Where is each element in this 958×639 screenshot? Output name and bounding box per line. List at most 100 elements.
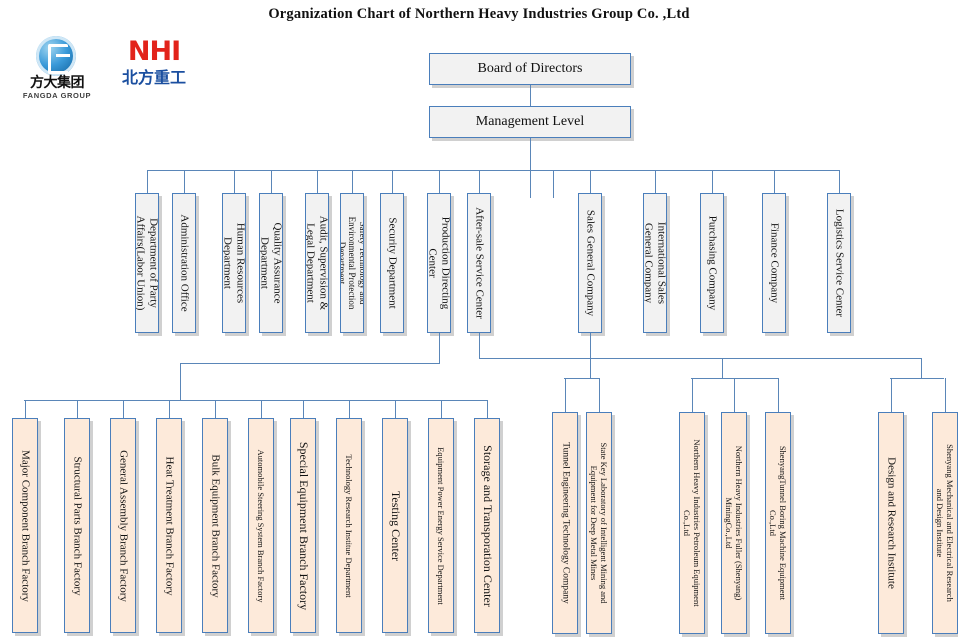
connector-drop-audit-legal xyxy=(317,170,318,193)
node-management-level[interactable]: Management Level xyxy=(429,106,631,138)
connector-drop-mechanical-electrical xyxy=(945,378,946,412)
node-audit-legal[interactable]: Audit, Supervision &Legal Department xyxy=(305,193,329,333)
node-label: State Key Laboratory of Intelligent Mini… xyxy=(589,442,609,604)
node-label: Logistics Service Center xyxy=(833,208,846,318)
connector-level2-bus xyxy=(147,170,840,171)
connector-right-group-drop xyxy=(921,358,922,378)
node-technology-research[interactable]: Technology Research Institue Department xyxy=(336,418,362,633)
node-label: Administration Office xyxy=(178,214,191,312)
connector-middle-run-right xyxy=(479,358,921,359)
nhi-logo: NHI 北方重工 xyxy=(104,38,204,98)
connector-drop-equipment-power xyxy=(441,400,442,418)
node-label: Sales General Company xyxy=(584,209,597,317)
node-board-of-directors[interactable]: Board of Directors xyxy=(429,53,631,85)
node-label: Management Level xyxy=(475,114,585,129)
node-purchasing[interactable]: Purchasing Company xyxy=(700,193,724,333)
node-storage-transport[interactable]: Storage and Transporation Center xyxy=(474,418,500,633)
connector-drop-safety-environment xyxy=(352,170,353,193)
connector-drop-major-component xyxy=(25,400,26,418)
node-testing-center[interactable]: Testing Center xyxy=(382,418,408,633)
connector-production-drop xyxy=(439,333,440,363)
connector-drop-fuller-mining xyxy=(734,378,735,412)
node-label: Storage and Transporation Center xyxy=(480,444,495,607)
node-label: Northern Heavy Industries Fuller (Shenya… xyxy=(724,445,744,601)
connector-level3-left-bus xyxy=(24,400,488,401)
node-general-assembly[interactable]: General Assembly Branch Factory xyxy=(110,418,136,633)
connector-drop-international-sales xyxy=(655,170,656,193)
node-mechanical-electrical[interactable]: Shenyang Mechanical and Electrical Resea… xyxy=(932,412,958,634)
node-logistics[interactable]: Logistics Service Center xyxy=(827,193,851,333)
connector-drop-technology-research xyxy=(349,400,350,418)
node-label: Tunnel Engineering Technology Company xyxy=(560,442,571,604)
node-equipment-power[interactable]: Equipment Power Energy Service Departmen… xyxy=(428,418,454,633)
connector-drop-human-resources xyxy=(234,170,235,193)
connector-drop-special-equipment xyxy=(303,400,304,418)
node-structural-parts[interactable]: Structural Parts Branch Factory xyxy=(64,418,90,633)
connector-drop-sales-general xyxy=(590,170,591,193)
node-label: Finance Company xyxy=(768,222,781,304)
connector-drop-storage-transport xyxy=(487,400,488,418)
connector-drop-security xyxy=(392,170,393,193)
logo-group: 方大集团 FANGDA GROUP NHI 北方重工 xyxy=(8,36,208,100)
node-fuller-mining[interactable]: Northern Heavy Industries Fuller (Shenya… xyxy=(721,412,747,634)
connector-drop-after-sale xyxy=(479,170,480,193)
node-administration[interactable]: Administration Office xyxy=(172,193,196,333)
connector-aftersale-drop xyxy=(479,333,480,358)
node-security[interactable]: Security Department xyxy=(380,193,404,333)
node-heat-treatment[interactable]: Heat Treatment Branch Factory xyxy=(156,418,182,633)
node-label: Bulk Equipment Branch Factory xyxy=(209,453,222,598)
connector-drop-heat-treatment xyxy=(169,400,170,418)
connector-drop-structural-parts xyxy=(77,400,78,418)
node-label: Shenyang Mechanical and Electrical Resea… xyxy=(935,444,955,602)
connector-drop-state-key-laboratory xyxy=(599,378,600,412)
connector-board-to-management xyxy=(530,85,531,106)
node-state-key-laboratory[interactable]: State Key Laboratory of Intelligent Mini… xyxy=(586,412,612,634)
node-tunnel-engineering[interactable]: Tunnel Engineering Technology Company xyxy=(552,412,578,634)
node-label: Security Department xyxy=(386,217,399,309)
node-label: Special Equipment Branch Factory xyxy=(296,441,311,610)
connector-drop-design-research xyxy=(891,378,892,412)
node-petroleum-equipment[interactable]: Northern Heavy Industries Petroleum Equi… xyxy=(679,412,705,634)
node-after-sale[interactable]: After-sale Service Center xyxy=(467,193,491,333)
connector-drop-petroleum-equipment xyxy=(692,378,693,412)
connector-drop-tunnel-boring xyxy=(778,378,779,412)
node-major-component[interactable]: Major Component Branch Factory xyxy=(12,418,38,633)
node-design-research[interactable]: Design and Research Institute xyxy=(878,412,904,634)
node-bulk-equipment[interactable]: Bulk Equipment Branch Factory xyxy=(202,418,228,633)
connector-drop-testing-center xyxy=(395,400,396,418)
node-automobile-steering[interactable]: Automobile Steering System Branch Factor… xyxy=(248,418,274,633)
node-special-equipment[interactable]: Special Equipment Branch Factory xyxy=(290,418,316,633)
node-label: Automobile Steering System Branch Factor… xyxy=(256,449,266,602)
connector-drop-automobile-steering xyxy=(261,400,262,418)
connector-drop-tunnel-engineering xyxy=(565,378,566,412)
node-label: Technology Research Institue Department xyxy=(344,453,354,598)
connector-left-branch-drop xyxy=(180,363,181,400)
node-label: Audit, Supervision &Legal Department xyxy=(305,215,329,311)
node-label: General Assembly Branch Factory xyxy=(117,449,130,602)
connector-blank-stub-2 xyxy=(553,170,554,198)
connector-sales-drop xyxy=(590,333,591,378)
node-sales-general[interactable]: Sales General Company xyxy=(578,193,602,333)
nhi-logo-en: NHI xyxy=(127,36,181,67)
node-finance[interactable]: Finance Company xyxy=(762,193,786,333)
nhi-logo-cn: 北方重工 xyxy=(121,68,186,87)
connector-level3-sales-bus xyxy=(564,378,599,379)
fangda-group-logo: 方大集团 FANGDA GROUP xyxy=(14,36,100,100)
connector-drop-bulk-equipment xyxy=(215,400,216,418)
node-label: Heat Treatment Branch Factory xyxy=(163,456,176,595)
node-label: Testing Center xyxy=(388,490,403,561)
node-label: After-sale Service Center xyxy=(473,207,486,319)
